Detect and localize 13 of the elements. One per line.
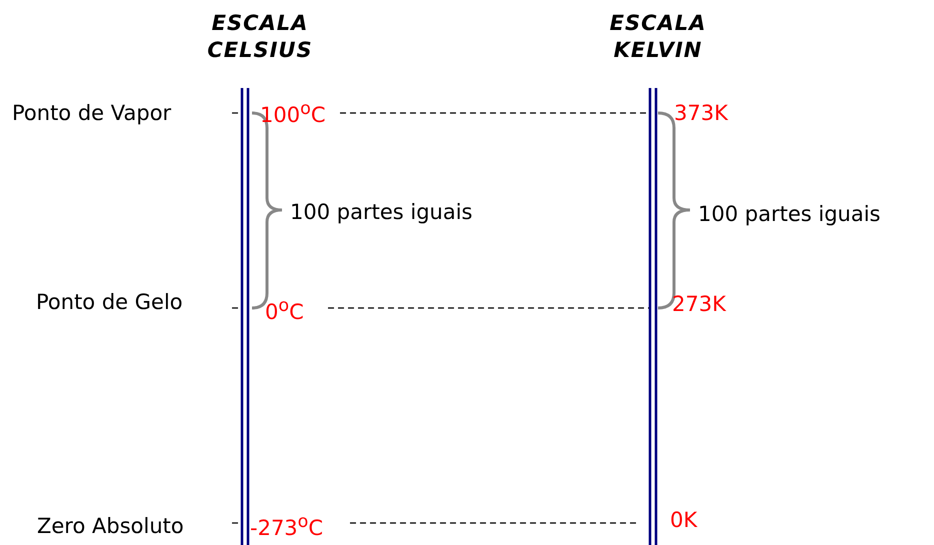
scale-heading: ESCALA CELSIUS	[206, 10, 314, 64]
temperature-value: 0K	[670, 510, 698, 531]
temperature-value: 273K	[672, 294, 726, 315]
scale-heading: ESCALA KELVIN	[608, 10, 708, 64]
point-label: Ponto de Gelo	[36, 292, 183, 313]
temperature-value: -273$^{o}$C	[250, 514, 324, 539]
interval-label: 100 partes iguais	[698, 204, 880, 225]
point-label: Zero Absoluto	[37, 516, 184, 537]
temperature-value: 0$^{o}$C	[265, 298, 304, 323]
temperature-value: 373K	[674, 103, 728, 124]
temperature-value: 100$^{o}$C	[260, 101, 326, 126]
interval-label: 100 partes iguais	[290, 202, 472, 223]
point-label: Ponto de Vapor	[12, 103, 172, 124]
